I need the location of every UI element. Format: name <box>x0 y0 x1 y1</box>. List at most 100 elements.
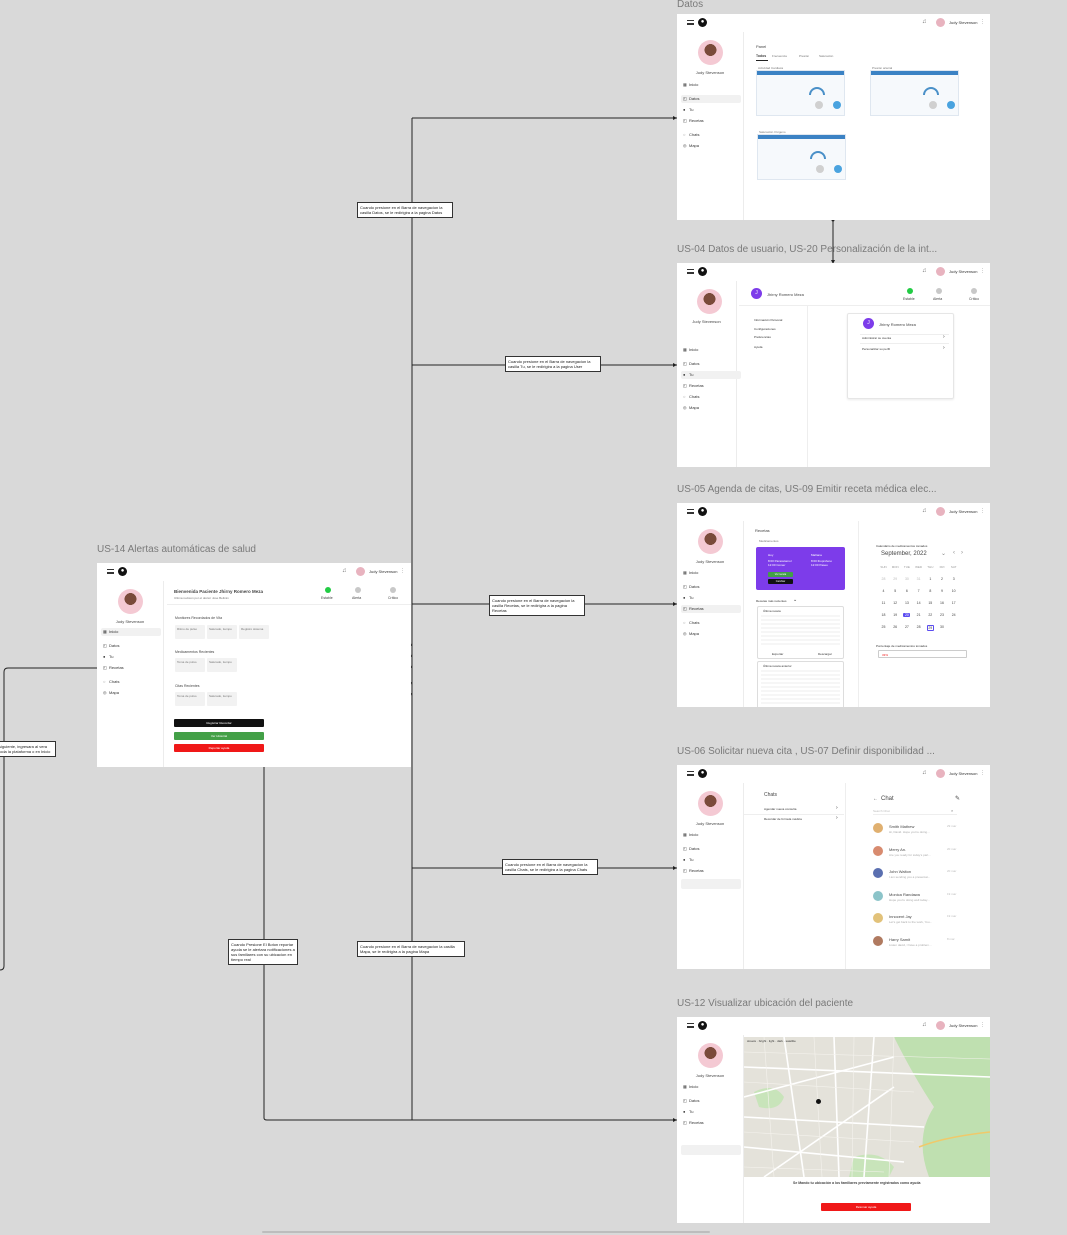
contact-avatar[interactable] <box>873 890 883 901</box>
contact-name[interactable]: Merry An. <box>889 846 907 852</box>
calendar-day[interactable]: 27 <box>904 625 909 629</box>
chevron-right-icon[interactable]: › <box>961 550 963 556</box>
menu-item[interactable]: Configuraciones <box>754 327 776 331</box>
ver-receta-button[interactable]: Ver receta <box>768 572 793 577</box>
nav-datos[interactable]: ◰Datos <box>681 1097 741 1105</box>
nav-tu[interactable]: ●Tu <box>681 594 741 602</box>
calendar-day[interactable]: 30 <box>904 577 909 581</box>
calendar-day[interactable]: 10 <box>951 589 956 593</box>
nav-datos[interactable]: ◰Datos <box>681 845 741 853</box>
calendar-day[interactable]: 4 <box>882 589 885 593</box>
avatar[interactable] <box>936 267 945 276</box>
export-button[interactable]: Exportar <box>772 652 784 656</box>
contact-name[interactable]: Smith Mathew <box>889 824 915 829</box>
avatar[interactable] <box>936 1021 945 1030</box>
calendar-day[interactable]: 20 <box>903 613 911 617</box>
nav-inicio[interactable]: ▦Inicio <box>681 346 741 354</box>
contact-avatar[interactable] <box>873 845 883 856</box>
cita-card[interactable]: Toma de pulso <box>175 692 205 706</box>
calendar-day[interactable]: 23 <box>940 613 944 617</box>
calendar-day[interactable]: 7 <box>917 589 920 593</box>
chart-card-3[interactable] <box>757 134 846 180</box>
download-button[interactable]: Descargar <box>818 652 832 656</box>
registrar-button[interactable]: Registrar Recordar <box>174 719 264 727</box>
search-input[interactable]: Search Chat ⌕ <box>873 808 957 815</box>
monitor-card[interactable]: Saturado, tiempo <box>207 625 237 639</box>
nav-mapa[interactable]: ◎Mapa <box>681 142 741 150</box>
menu-icon[interactable] <box>687 269 694 274</box>
chevron-right-icon[interactable]: › <box>943 345 945 351</box>
nav-tu[interactable]: ●Tu <box>681 106 741 114</box>
calendar-day[interactable]: 29 <box>926 625 934 631</box>
calendar-day[interactable]: 30 <box>940 625 944 629</box>
nav-recetas[interactable]: ◰Recetas <box>101 664 161 672</box>
chevron-down-icon[interactable]: ⌄ <box>793 597 798 603</box>
calendar-day[interactable]: 15 <box>928 601 933 605</box>
receta-card[interactable]: Última receta anterior <box>757 661 844 707</box>
chevron-left-icon[interactable]: ‹ <box>953 550 955 556</box>
more-icon[interactable]: ⋮ <box>980 19 985 25</box>
menu-icon[interactable] <box>687 509 694 514</box>
location-marker-icon[interactable] <box>816 1099 821 1104</box>
nav-mapa[interactable]: ◎Mapa <box>681 404 741 412</box>
receta-card[interactable]: Última receta Exportar Descargar <box>757 606 844 659</box>
calendar-day[interactable]: 3 <box>952 577 955 581</box>
nav-datos[interactable]: ◰Datos <box>681 583 741 591</box>
nav-inicio[interactable]: ▦Inicio <box>101 628 161 636</box>
layer-satellite[interactable]: satellite <box>785 1039 796 1043</box>
layer-light[interactable]: light <box>768 1039 775 1043</box>
tab-saturacion[interactable]: Saturación <box>819 54 834 58</box>
chat-option[interactable]: Agendar nueva consulta <box>764 807 797 811</box>
calendar-day[interactable]: 21 <box>916 613 921 617</box>
calendar-day[interactable]: 9 <box>941 589 943 593</box>
nav-mapa-selected[interactable] <box>681 1145 741 1155</box>
nav-inicio[interactable]: ▦Inicio <box>681 1083 741 1091</box>
back-icon[interactable]: ← <box>873 796 878 802</box>
monitor-card[interactable]: Registro sistema <box>239 625 269 639</box>
chart-card-2[interactable] <box>870 70 959 116</box>
contact-avatar[interactable] <box>873 868 883 878</box>
nav-inicio[interactable]: ▦Inicio <box>681 81 741 89</box>
map-view[interactable]: streets · bright · light · dark · satell… <box>744 1037 990 1177</box>
menu-icon[interactable] <box>687 771 694 776</box>
more-icon[interactable]: ⋮ <box>400 568 405 574</box>
chat-option[interactable]: Recordar de fórmula médica <box>764 817 802 821</box>
menu-icon[interactable] <box>687 20 694 25</box>
more-icon[interactable]: ⋮ <box>980 508 985 514</box>
calendar-day[interactable]: 28 <box>916 625 921 629</box>
medicamento-card[interactable]: Saturado, tiempo <box>207 658 237 672</box>
menu-item[interactable]: Preferencias <box>754 335 771 339</box>
chart-card-1[interactable] <box>756 70 845 116</box>
nav-chats[interactable]: ◌Chats <box>681 619 741 627</box>
more-icon[interactable]: ⋮ <box>980 770 985 776</box>
card-row[interactable]: Personalizar su perfil <box>862 347 891 351</box>
bell-icon[interactable]: ♫ <box>922 770 927 776</box>
compose-icon[interactable]: ✎ <box>955 796 961 802</box>
tab-frecuencia[interactable]: Frecuencia <box>772 54 787 58</box>
chevron-right-icon[interactable]: › <box>943 334 945 340</box>
calendar-day[interactable]: 19 <box>893 613 898 617</box>
calendar-day[interactable]: 12 <box>893 601 898 605</box>
calendar-day[interactable]: 6 <box>905 589 908 593</box>
nav-recetas[interactable]: ◰Recetas <box>681 382 741 390</box>
monitor-card[interactable]: Ritmo de pulso <box>175 625 205 639</box>
calendar-day[interactable]: 17 <box>951 601 956 605</box>
nav-inicio[interactable]: ▦Inicio <box>681 569 741 577</box>
more-icon[interactable]: ⋮ <box>980 268 985 274</box>
calendar-day[interactable]: 29 <box>893 577 898 581</box>
calendar-day[interactable]: 24 <box>951 613 956 617</box>
bell-icon[interactable]: ♫ <box>922 508 927 514</box>
nav-mapa[interactable]: ◎Mapa <box>101 689 161 697</box>
chevron-right-icon[interactable]: › <box>836 805 838 811</box>
layer-streets[interactable]: streets <box>747 1039 757 1043</box>
tab-todos[interactable]: Todos <box>756 54 767 58</box>
retomar-ayuda-button[interactable]: Retomar ayuda <box>821 1203 911 1211</box>
nav-tu[interactable]: ●Tu <box>681 1108 741 1116</box>
bell-icon[interactable]: ♫ <box>922 19 927 25</box>
more-icon[interactable]: ⋮ <box>980 1022 985 1028</box>
calendar-day[interactable]: 26 <box>893 625 898 629</box>
menu-item[interactable]: Información Personal <box>754 318 783 322</box>
medicamento-card[interactable]: Toma de pulso <box>175 658 205 672</box>
calendar-day[interactable]: 1 <box>929 577 932 581</box>
bell-icon[interactable]: ♫ <box>922 268 927 274</box>
